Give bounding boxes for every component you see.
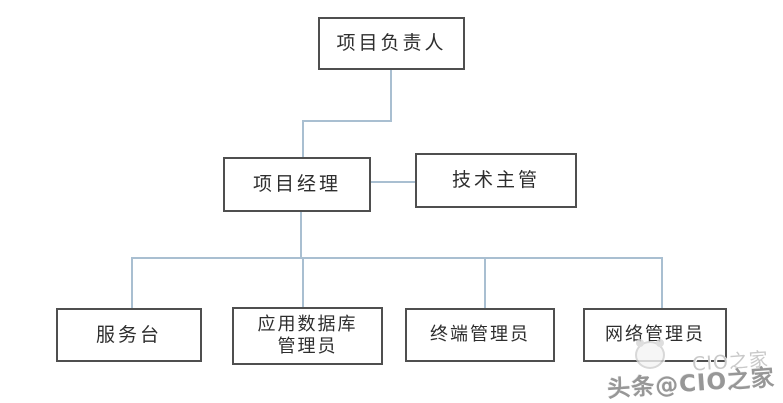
connector-bus xyxy=(131,257,663,259)
node-service-desk: 服务台 xyxy=(56,308,202,362)
node-label: 项目负责人 xyxy=(336,32,447,55)
node-project-manager: 项目经理 xyxy=(223,157,371,212)
node-app-db-admin: 应用数据库 管理员 xyxy=(232,307,383,365)
node-label-line1: 应用数据库 xyxy=(257,313,358,335)
node-label: 服务台 xyxy=(95,323,162,346)
node-network-admin: 网络管理员 xyxy=(583,308,727,362)
connector-leader-down xyxy=(390,70,392,122)
node-label: 技术主管 xyxy=(451,169,540,192)
node-label: 网络管理员 xyxy=(605,324,705,346)
node-label-line2: 管理员 xyxy=(277,336,338,357)
connector-manager-tech xyxy=(371,181,415,183)
node-terminal-admin: 终端管理员 xyxy=(405,308,555,362)
node-tech-supervisor: 技术主管 xyxy=(415,153,577,208)
node-project-leader: 项目负责人 xyxy=(318,17,465,70)
connector-leader-elbow xyxy=(302,120,392,122)
connector-drop-appdb xyxy=(302,257,304,308)
connector-drop-network xyxy=(661,257,663,308)
connector-drop-service xyxy=(131,257,133,308)
connector-manager-down xyxy=(300,212,302,258)
connector-manager-up xyxy=(302,120,304,158)
connector-drop-terminal xyxy=(484,257,486,308)
node-label: 终端管理员 xyxy=(430,324,530,346)
watermark-main-text: 头条@CIO之家 xyxy=(606,365,776,403)
node-label: 项目经理 xyxy=(252,173,341,196)
